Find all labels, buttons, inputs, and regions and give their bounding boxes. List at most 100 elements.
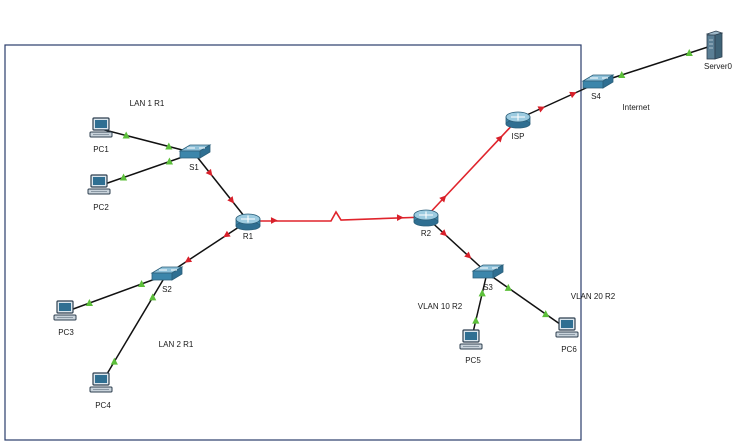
serial-cable: [248, 210, 427, 222]
link-s1-r1[interactable]: [193, 152, 249, 222]
link-s2-pc3[interactable]: [64, 274, 167, 313]
ethernet-cable: [100, 274, 167, 385]
link-down-indicator: [495, 135, 503, 143]
link-down-indicator: [464, 251, 472, 259]
link-up-indicator: [618, 70, 626, 78]
link-down-indicator: [396, 214, 404, 222]
device-r1[interactable]: R1: [235, 213, 261, 241]
device-label: PC2: [93, 203, 109, 212]
link-r1-s2[interactable]: [165, 220, 249, 276]
link-up-indicator: [165, 142, 173, 150]
device-pc4[interactable]: PC4: [89, 372, 113, 410]
link-down-indicator: [223, 230, 231, 238]
ethernet-cable: [425, 216, 488, 274]
device-pc3[interactable]: PC3: [53, 300, 77, 337]
switch-icon: [150, 266, 184, 281]
ethernet-cable: [165, 220, 249, 276]
device-label: Server0: [704, 62, 733, 71]
link-down-indicator: [439, 195, 447, 203]
ethernet-cable: [64, 274, 167, 313]
link-up-indicator: [85, 299, 94, 307]
pc-icon: [555, 317, 579, 338]
link-down-indicator: [184, 256, 193, 263]
pc-icon: [53, 300, 77, 321]
device-pc2[interactable]: PC2: [87, 174, 111, 212]
serial-cable: [425, 118, 519, 218]
device-label: PC4: [95, 401, 111, 410]
pc-icon: [87, 174, 111, 195]
link-down-indicator: [227, 196, 235, 204]
link-up-indicator: [110, 357, 118, 365]
link-down-indicator: [205, 168, 213, 177]
device-server0[interactable]: Server0: [704, 30, 733, 71]
note-lan2: LAN 2 R1: [159, 340, 194, 349]
router-icon: [235, 213, 261, 231]
switch-icon: [178, 144, 212, 159]
link-s3-pc6[interactable]: [486, 272, 568, 330]
link-up-indicator: [165, 157, 174, 165]
device-label: R2: [421, 229, 432, 238]
device-label: S2: [162, 285, 172, 294]
router-icon: [413, 209, 439, 227]
link-down-indicator: [569, 91, 577, 99]
ethernet-cable: [486, 272, 568, 330]
note-vlan10: VLAN 10 R2: [418, 302, 463, 311]
device-s3[interactable]: S3: [471, 264, 505, 292]
note-vlan20: VLAN 20 R2: [571, 292, 616, 301]
link-up-indicator: [122, 131, 130, 139]
device-s4[interactable]: S4: [581, 74, 615, 101]
ethernet-cable: [596, 44, 715, 84]
link-down-indicator: [537, 106, 545, 113]
link-up-indicator: [478, 289, 486, 297]
device-label: ISP: [512, 132, 525, 141]
link-r2-s3[interactable]: [425, 216, 488, 274]
link-s4-server0[interactable]: [596, 44, 715, 84]
switch-icon: [581, 74, 615, 89]
link-isp-s4[interactable]: [517, 82, 598, 120]
link-up-indicator: [472, 316, 480, 324]
device-label: S4: [591, 92, 601, 101]
ethernet-cable: [517, 82, 598, 120]
site-area-border: [4, 44, 582, 441]
device-s1[interactable]: S1: [178, 144, 212, 172]
router-icon: [505, 111, 531, 129]
device-s2[interactable]: S2: [150, 266, 184, 294]
link-r1-r2[interactable]: [248, 210, 427, 224]
device-r2[interactable]: R2: [413, 209, 439, 238]
device-label: PC1: [93, 145, 109, 154]
switch-icon: [471, 264, 505, 279]
device-label: S1: [189, 163, 199, 172]
ethernet-cable: [193, 152, 249, 222]
ethernet-cable: [100, 128, 195, 154]
link-up-indicator: [685, 49, 693, 57]
link-r2-isp[interactable]: [425, 118, 519, 218]
device-label: PC6: [561, 345, 577, 354]
note-lan1: LAN 1 R1: [130, 99, 165, 108]
link-up-indicator: [137, 279, 146, 287]
note-internet: Internet: [622, 103, 650, 112]
link-pc1-s1[interactable]: [100, 128, 195, 154]
link-up-indicator: [504, 283, 512, 291]
link-down-indicator: [270, 217, 278, 224]
link-s2-pc4[interactable]: [100, 274, 167, 385]
device-pc6[interactable]: PC6: [555, 317, 579, 354]
link-up-indicator: [149, 293, 157, 301]
device-label: S3: [483, 283, 493, 292]
device-label: R1: [243, 232, 254, 241]
device-label: PC5: [465, 356, 481, 365]
device-isp[interactable]: ISP: [505, 111, 531, 141]
link-down-indicator: [439, 229, 447, 237]
link-up-indicator: [119, 173, 128, 181]
pc-icon: [459, 329, 483, 350]
link-pc2-s1[interactable]: [98, 152, 195, 187]
pc-icon: [89, 117, 113, 138]
device-pc5[interactable]: PC5: [459, 329, 483, 365]
ethernet-cable: [98, 152, 195, 187]
pc-icon: [89, 372, 113, 393]
server-icon: [705, 30, 724, 60]
device-label: PC3: [58, 328, 74, 337]
device-pc1[interactable]: PC1: [89, 117, 113, 154]
link-up-indicator: [542, 310, 550, 318]
